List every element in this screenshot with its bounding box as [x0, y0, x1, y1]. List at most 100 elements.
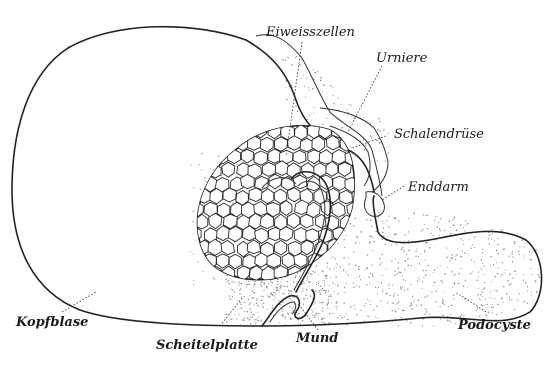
stipple-dot — [193, 280, 194, 281]
stipple-dot — [449, 220, 451, 222]
stipple-dot — [514, 309, 515, 310]
stipple-dot — [279, 304, 280, 305]
stipple-dot — [326, 278, 327, 279]
stipple-dot — [485, 314, 486, 315]
stipple-dot — [458, 273, 460, 275]
stipple-dot — [488, 238, 489, 239]
stipple-dot — [393, 238, 394, 239]
stipple-dot — [446, 248, 447, 249]
stipple-dot — [483, 289, 484, 290]
stipple-dot — [288, 290, 289, 291]
stipple-dot — [465, 231, 466, 232]
stipple-dot — [481, 269, 482, 270]
stipple-dot — [496, 314, 497, 315]
stipple-dot — [364, 149, 366, 151]
stipple-dot — [451, 258, 452, 259]
stipple-dot — [301, 292, 302, 293]
stipple-dot — [245, 302, 246, 303]
stipple-dot — [291, 290, 293, 292]
stipple-dot — [484, 274, 485, 275]
stipple-dot — [279, 292, 280, 293]
stipple-dot — [503, 302, 504, 303]
stipple-dot — [391, 245, 392, 246]
stipple-dot — [523, 280, 524, 281]
stipple-dot — [295, 105, 296, 106]
stipple-dot — [385, 161, 386, 162]
stipple-dot — [249, 319, 251, 321]
stipple-dot — [313, 69, 314, 70]
stipple-dot — [266, 286, 268, 288]
stipple-dot — [424, 296, 425, 297]
stipple-dot — [367, 299, 368, 300]
stipple-dot — [467, 287, 468, 288]
stipple-dot — [282, 59, 283, 60]
protein-cell — [338, 162, 351, 176]
stipple-dot — [323, 290, 324, 291]
stipple-dot — [329, 285, 330, 286]
stipple-dot — [463, 244, 464, 245]
stipple-dot — [425, 260, 426, 261]
stipple-dot — [324, 275, 325, 276]
protein-cell — [340, 215, 354, 230]
stipple-dot — [447, 267, 448, 268]
stipple-dot — [424, 224, 425, 225]
stipple-dot — [375, 230, 377, 232]
stipple-dot — [512, 256, 513, 257]
stipple-dot — [291, 319, 292, 320]
stipple-dot — [450, 314, 451, 315]
stipple-dot — [344, 230, 345, 231]
stipple-dot — [511, 253, 513, 255]
stipple-dot — [508, 256, 509, 257]
stipple-dot — [346, 109, 347, 110]
stipple-dot — [309, 90, 310, 91]
stipple-dot — [531, 252, 532, 253]
stipple-dot — [434, 282, 435, 283]
label-schalendruese: Schalendrüse — [394, 127, 484, 142]
stipple-dot — [423, 277, 424, 278]
stipple-dot — [330, 294, 331, 295]
stipple-dot — [420, 254, 421, 255]
stipple-dot — [310, 295, 312, 297]
stipple-dot — [370, 135, 372, 137]
stipple-dot — [483, 287, 485, 289]
stipple-dot — [264, 290, 265, 291]
stipple-dot — [363, 139, 364, 140]
stipple-dot — [371, 236, 373, 238]
protein-cell — [261, 189, 273, 204]
stipple-dot — [440, 319, 441, 320]
stipple-dot — [257, 304, 258, 305]
stipple-dot — [477, 294, 478, 295]
stipple-dot — [443, 300, 445, 302]
protein-cell — [339, 240, 352, 254]
stipple-dot — [238, 286, 239, 287]
stipple-dot — [333, 95, 334, 96]
stipple-dot — [408, 218, 409, 219]
stipple-dot — [464, 252, 465, 253]
stipple-dot — [367, 120, 368, 121]
stipple-dot — [247, 311, 249, 313]
stipple-dot — [398, 308, 399, 309]
stipple-dot — [493, 264, 494, 265]
stipple-dot — [396, 243, 397, 244]
stipple-dot — [444, 230, 445, 231]
stipple-dot — [474, 236, 476, 238]
stipple-dot — [388, 226, 389, 227]
stipple-dot — [292, 310, 293, 311]
stipple-dot — [451, 305, 452, 306]
stipple-dot — [272, 307, 273, 308]
stipple-dot — [456, 293, 458, 295]
stipple-dot — [275, 294, 276, 295]
protein-cell — [195, 162, 208, 177]
stipple-dot — [372, 274, 373, 275]
protein-cell — [197, 110, 210, 125]
stipple-dot — [523, 274, 524, 275]
stipple-dot — [385, 244, 386, 245]
protein-cell — [229, 124, 243, 139]
stipple-dot — [497, 244, 498, 245]
protein-cell — [217, 123, 229, 137]
stipple-dot — [496, 250, 498, 252]
stipple-dot — [421, 230, 422, 231]
stipple-dot — [331, 303, 332, 304]
stipple-dot — [450, 233, 452, 235]
stipple-dot — [452, 254, 453, 255]
